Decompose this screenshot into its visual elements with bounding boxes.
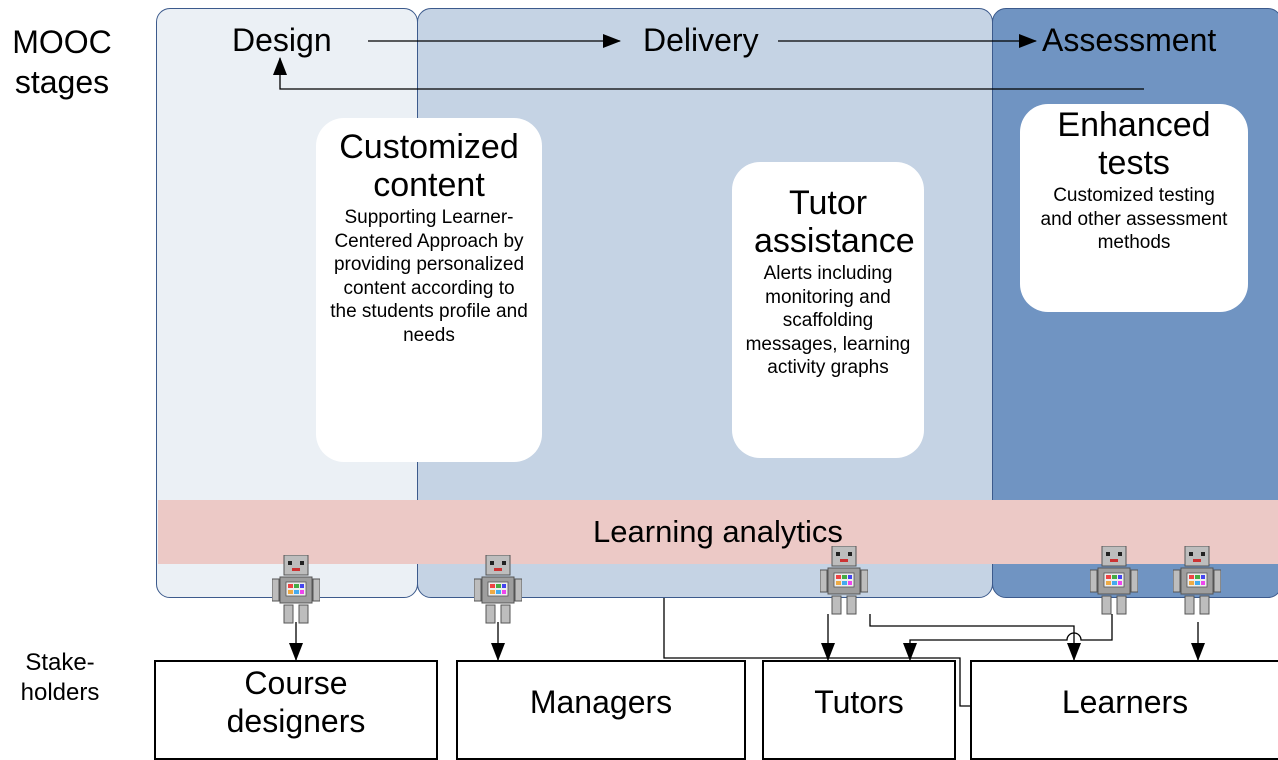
line-learner-robot-to-tutors (903, 614, 1113, 661)
mooc-stages-line-2: stages (14, 64, 110, 100)
stakeholder-label: Course designers (226, 665, 366, 739)
card-body: Supporting Learner-Centered Approach by … (330, 207, 528, 346)
stakeholder-label: Managers (529, 684, 673, 720)
arrow-assessment-feedback (273, 57, 1144, 90)
mooc-stages-label: MOOC stages (0, 22, 124, 102)
stakeholder-label: Learners (1061, 684, 1189, 720)
robot-icon (474, 555, 522, 624)
robot-icon (820, 546, 868, 615)
card-body: Alerts including monitoring and scaffold… (745, 263, 911, 378)
card-enhanced-tests: Enhanced tests Customized testing and ot… (1020, 104, 1248, 312)
card-title: Tutor assistance (754, 184, 915, 260)
card-title: Customized content (339, 128, 519, 204)
stakeholders-label: Stake- holders (0, 648, 120, 708)
card-customized-content: Customized content Supporting Learner-Ce… (316, 118, 542, 462)
stage-design: Design (232, 22, 332, 58)
robot-icon (1090, 546, 1138, 615)
robot-icon (272, 555, 320, 624)
stage-assessment: Assessment (1042, 22, 1217, 58)
card-title: Enhanced tests (1057, 106, 1211, 182)
connector-lines (273, 34, 1205, 742)
learning-analytics-band: Learning analytics (158, 500, 1278, 564)
stakeholders-line-1: Stake- (25, 649, 95, 676)
stakeholders-line-2: holders (20, 679, 100, 706)
stakeholder-label: Tutors (814, 684, 904, 720)
stage-delivery: Delivery (643, 22, 759, 58)
mooc-stages-line-1: MOOC (12, 24, 112, 60)
line-delivery-bottom (663, 598, 970, 707)
card-body: Customized testing and other assessment … (1040, 185, 1228, 253)
robot-icon (1173, 546, 1221, 615)
card-tutor-assistance: Tutor assistance Alerts including monito… (732, 162, 924, 458)
line-tutor-robot-to-learners (869, 614, 1081, 661)
